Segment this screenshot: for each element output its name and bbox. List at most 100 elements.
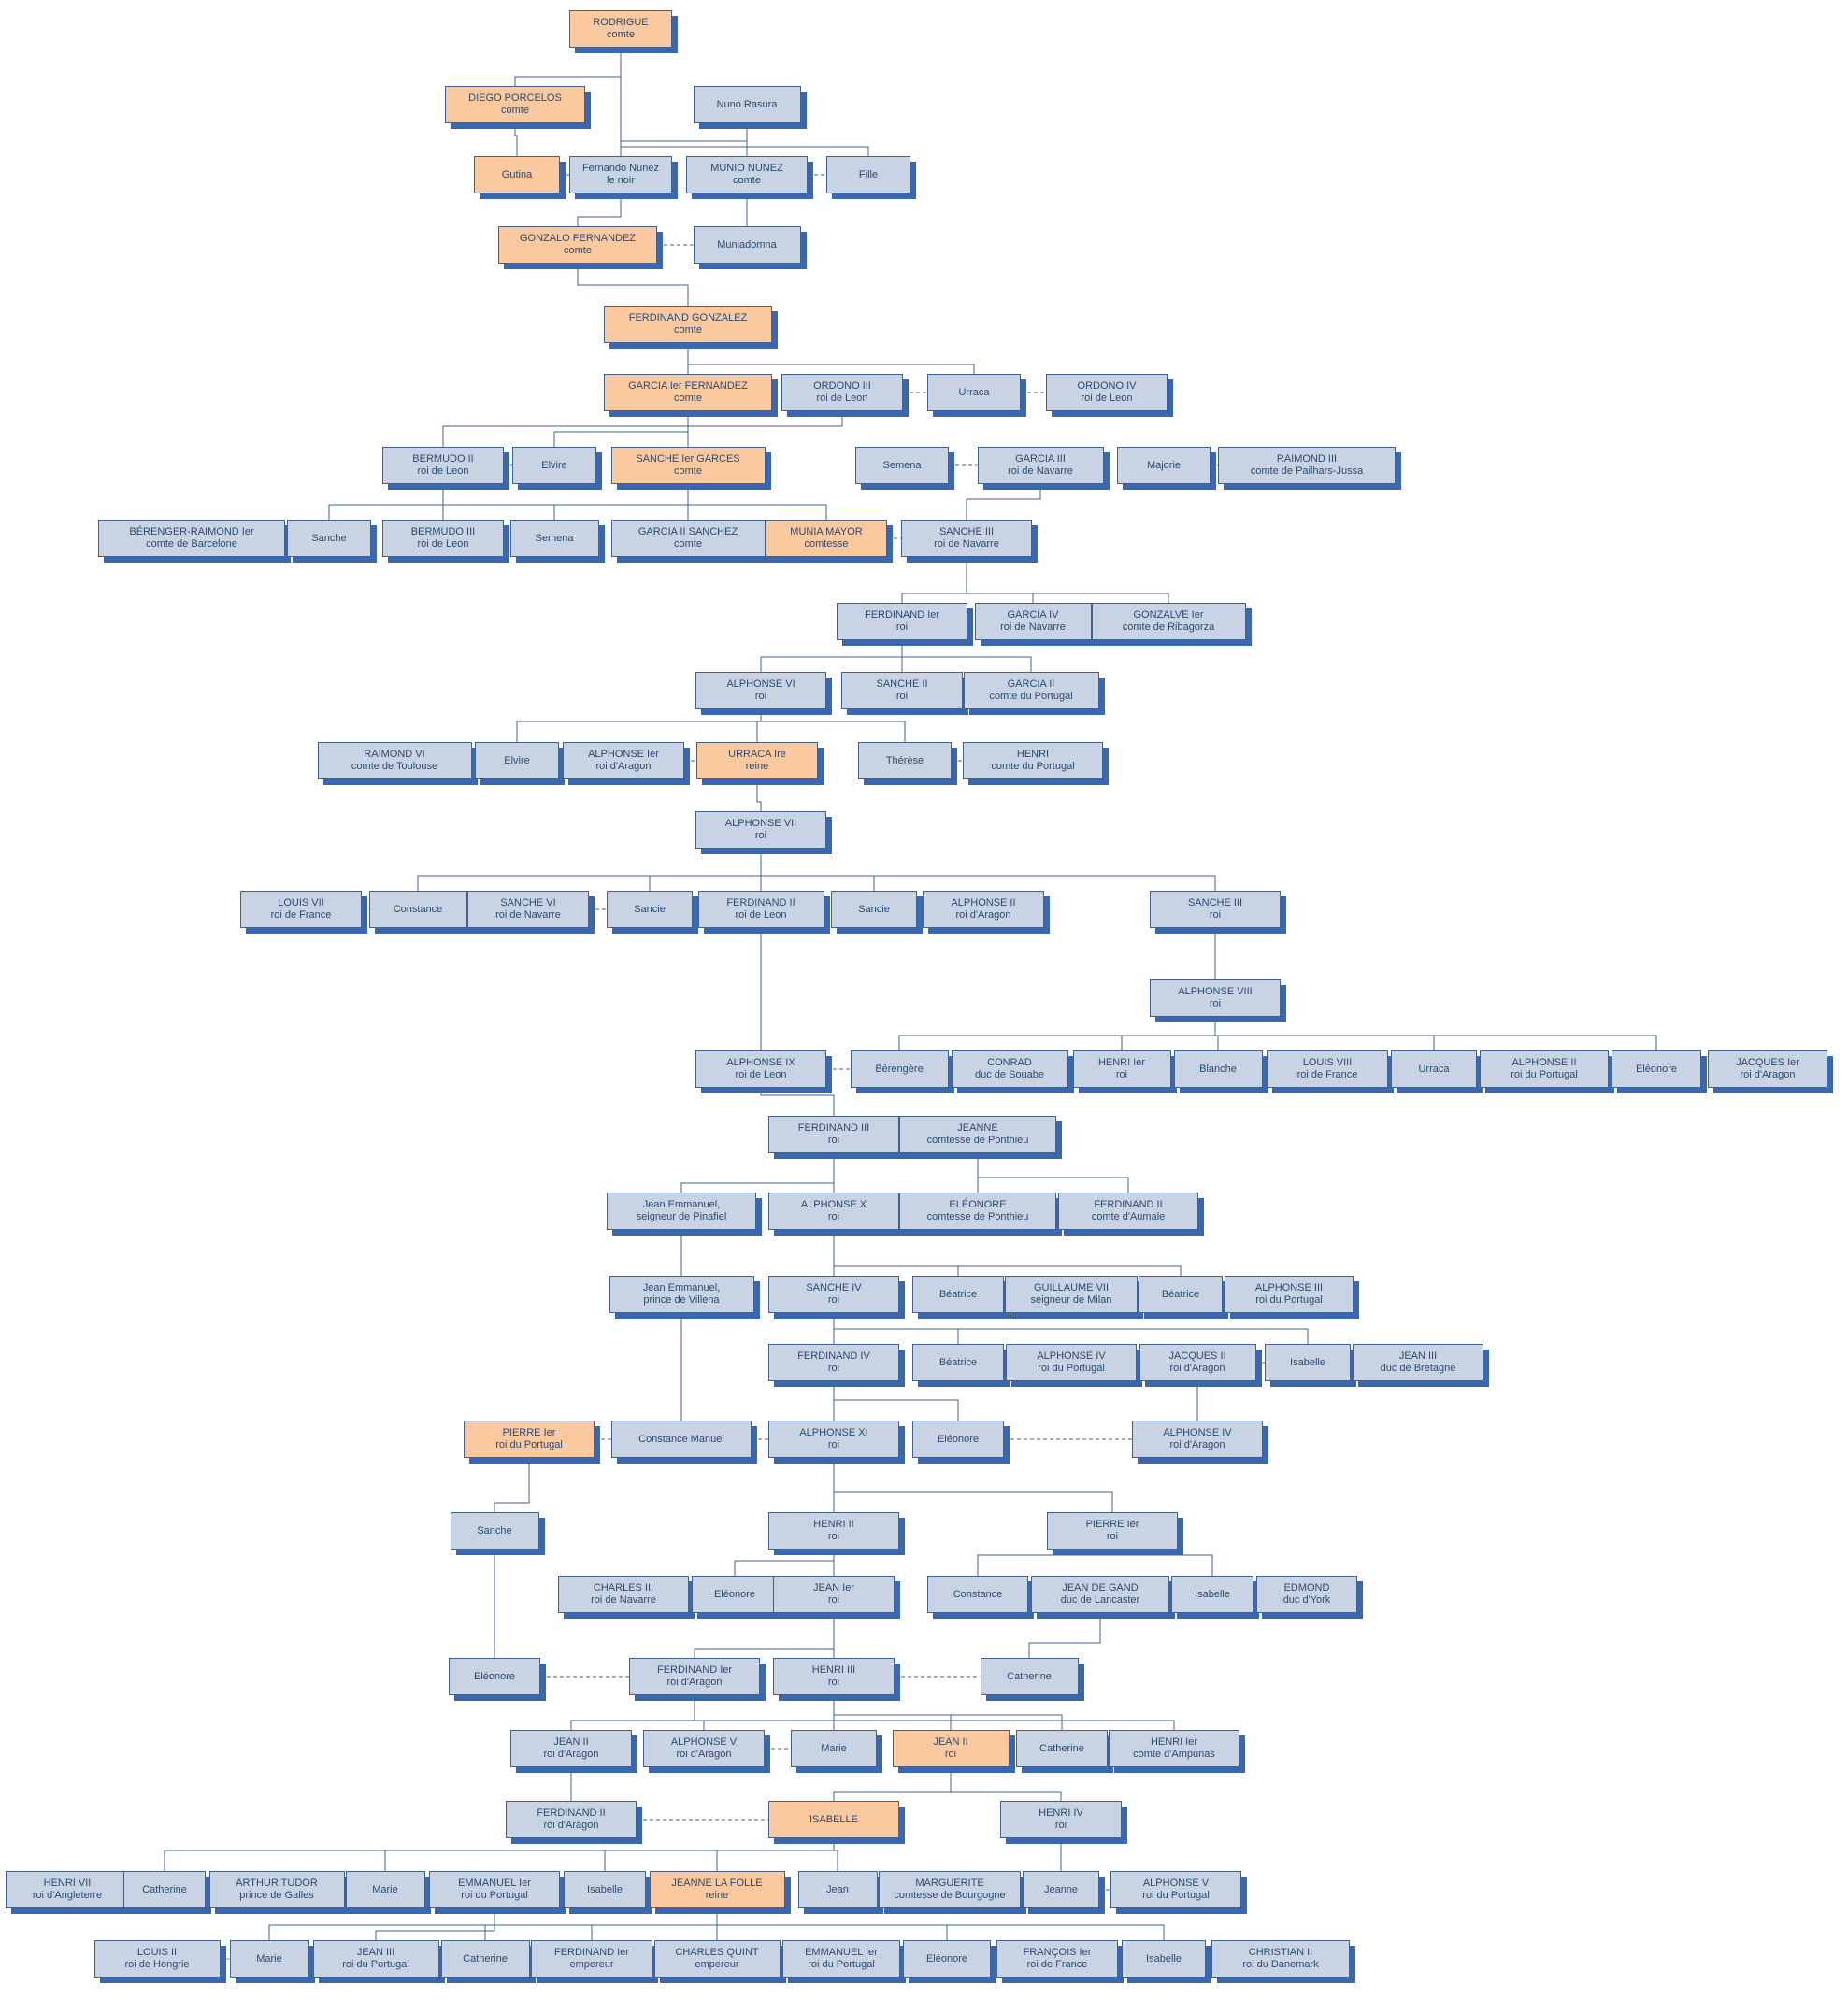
person-node-eleonore_r27[interactable]: Eléonore bbox=[903, 1940, 991, 1978]
person-node-isabelle_r27[interactable]: Isabelle bbox=[1122, 1940, 1206, 1978]
person-node-catherine_r27[interactable]: Catherine bbox=[440, 1940, 530, 1978]
person-node-majorie[interactable]: Majorie bbox=[1117, 447, 1211, 484]
person-node-fille[interactable]: Fille bbox=[826, 156, 910, 193]
person-node-marie_r27[interactable]: Marie bbox=[229, 1940, 309, 1978]
person-node-catherine_r23[interactable]: Catherine bbox=[980, 1658, 1079, 1695]
person-node-marie_r24[interactable]: Marie bbox=[791, 1730, 877, 1767]
person-node-constance_r13[interactable]: Constance bbox=[368, 891, 467, 928]
person-node-constance_manuel[interactable]: Constance Manuel bbox=[611, 1421, 752, 1458]
person-node-eleonore_r23[interactable]: Eléonore bbox=[449, 1658, 540, 1695]
person-node-jean_r26[interactable]: Jean bbox=[797, 1871, 878, 1908]
person-node-sancie_a[interactable]: Sancie bbox=[607, 891, 693, 928]
person-node-gutina[interactable]: Gutina bbox=[474, 156, 560, 193]
person-node-urraca_r6[interactable]: Urraca bbox=[927, 374, 1021, 411]
person-node-marie_r26[interactable]: Marie bbox=[345, 1871, 425, 1908]
person-node-blanche[interactable]: Blanche bbox=[1173, 1050, 1263, 1088]
person-node-therese[interactable]: Thérèse bbox=[858, 742, 952, 779]
person-node-muniadomna[interactable]: Muniadomna bbox=[693, 226, 801, 264]
person-node-urraca_r15[interactable]: Urraca bbox=[1391, 1050, 1477, 1088]
person-node-constance_r22[interactable]: Constance bbox=[927, 1576, 1028, 1613]
person-node-eleonore_r15[interactable]: Eléonore bbox=[1612, 1050, 1701, 1088]
person-node-beatrice_r19[interactable]: Béatrice bbox=[912, 1344, 1004, 1381]
person-node-beatrice_r18b[interactable]: Béatrice bbox=[1139, 1276, 1223, 1313]
person-node-elvire_r7[interactable]: Elvire bbox=[512, 447, 596, 484]
person-node-isabelle_r26[interactable]: Isabelle bbox=[564, 1871, 646, 1908]
person-node-jeanne_r26[interactable]: Jeanne bbox=[1023, 1871, 1099, 1908]
person-node-eleonore_r22[interactable]: Eléonore bbox=[692, 1576, 778, 1613]
person-node-jean_emmanuel_villena[interactable]: Jean Emmanuel,prince de Villena bbox=[609, 1276, 754, 1313]
person-node-semena_r7[interactable]: Semena bbox=[855, 447, 949, 484]
person-node-elvire_r11[interactable]: Elvire bbox=[475, 742, 559, 779]
person-node-berengere[interactable]: Bérengère bbox=[850, 1050, 949, 1088]
person-node-nuno_rasura[interactable]: Nuno Rasura bbox=[693, 86, 801, 123]
person-node-isabelle_cath[interactable]: ISABELLE bbox=[768, 1801, 899, 1838]
person-node-semena_r8[interactable]: Semena bbox=[509, 520, 599, 557]
person-node-catherine_r24[interactable]: Catherine bbox=[1016, 1730, 1108, 1767]
